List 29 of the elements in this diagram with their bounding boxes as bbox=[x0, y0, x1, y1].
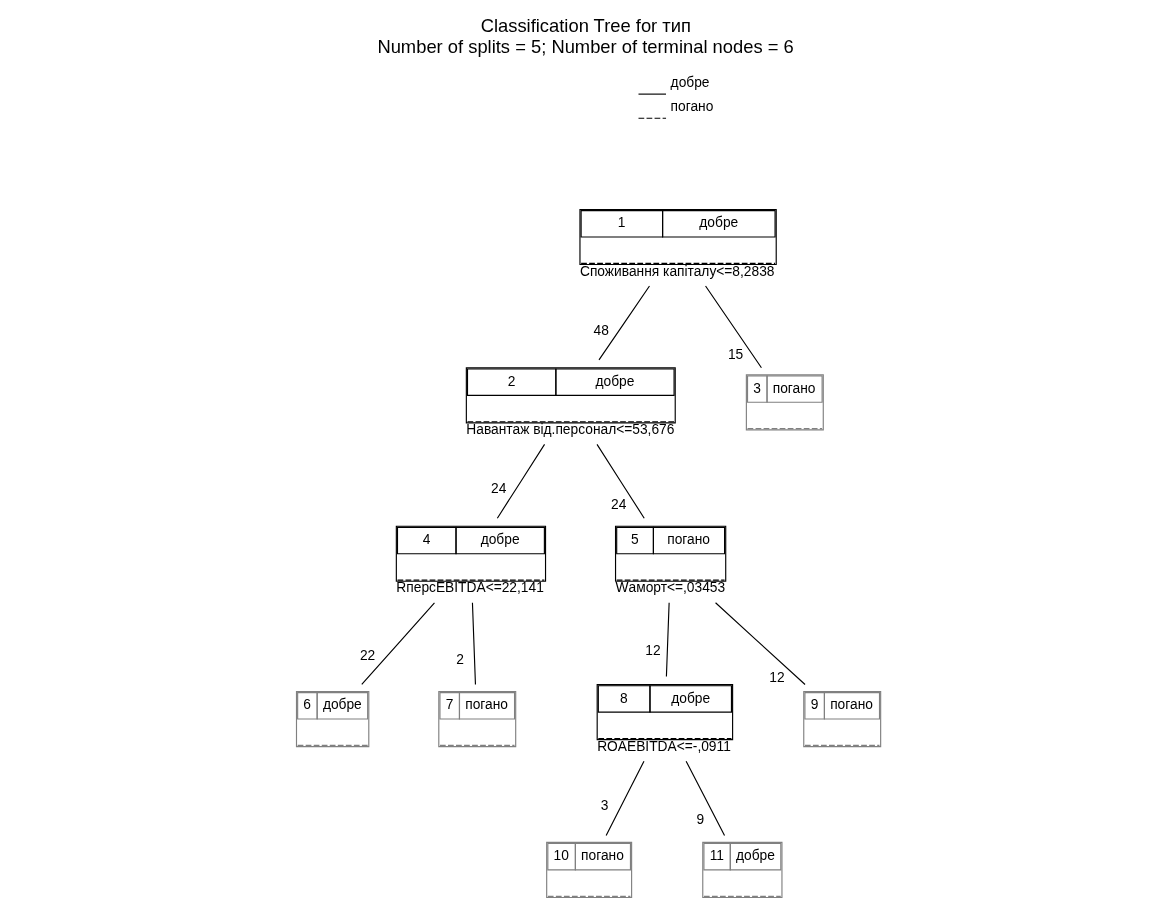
node-label: RперсEBITDA<=22,141 bbox=[396, 580, 544, 596]
edge-label: 12 bbox=[645, 642, 661, 658]
edge-label: 9 bbox=[696, 811, 705, 827]
connector bbox=[605, 760, 645, 836]
node-label: Споживання капіталу<=8,2838 bbox=[579, 263, 775, 279]
edge-label: 24 bbox=[611, 496, 627, 512]
connector bbox=[705, 285, 762, 369]
node-label: ROAEBITDA<=-,0911 bbox=[597, 738, 731, 754]
legend-label: погано bbox=[670, 98, 714, 114]
legend-label: добре bbox=[670, 74, 710, 90]
connector bbox=[715, 602, 806, 686]
connector bbox=[665, 602, 670, 678]
node-label: Wаморт<=,03453 bbox=[615, 580, 726, 596]
edge-label: 48 bbox=[593, 322, 609, 338]
diagram-title: Classification Tree for тип bbox=[480, 14, 691, 36]
edge-label: 12 bbox=[769, 669, 785, 685]
node-label: Навантаж від.персонал<=53,676 bbox=[466, 421, 675, 437]
connector bbox=[685, 760, 726, 836]
connector bbox=[596, 443, 645, 519]
edge-label: 24 bbox=[490, 481, 507, 497]
edge-label: 3 bbox=[600, 798, 609, 814]
edge-label: 2 bbox=[456, 651, 465, 667]
edge-label: 22 bbox=[359, 647, 376, 663]
connector bbox=[496, 443, 546, 519]
edge-label: 15 bbox=[727, 346, 744, 362]
connector bbox=[361, 602, 436, 686]
caption: Number of splits = 5; Number of terminal nodes = 6 bbox=[377, 35, 794, 57]
connector bbox=[471, 602, 477, 686]
connector bbox=[598, 285, 651, 361]
